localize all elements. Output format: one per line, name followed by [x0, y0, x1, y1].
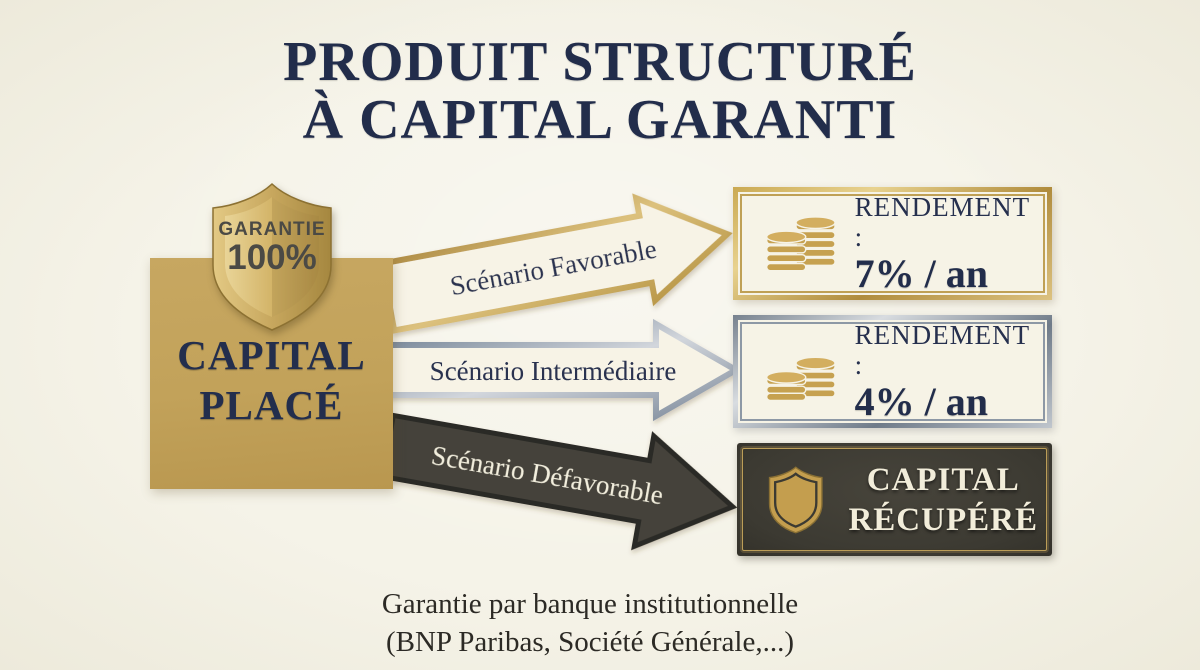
scenario-arrow-defavorable: Scénario Défavorable [379, 412, 738, 551]
rendement-label: RENDEMENT : [854, 191, 1030, 252]
outcome-box-favorable-inner: RENDEMENT : 7% / an [738, 192, 1047, 296]
capital-recovered-line-2: RÉCUPÉRÉ [848, 501, 1038, 538]
badge-garantie-label: GARANTIE [218, 219, 326, 240]
footer-note: Garantie par banque institutionnelle (BN… [0, 585, 1180, 661]
page-title: PRODUIT STRUCTURÉ À CAPITAL GARANTI [0, 33, 1200, 149]
footer-line-1: Garantie par banque institutionnelle [381, 588, 799, 620]
capital-placed-label: CAPITAL PLACÉ [150, 330, 393, 430]
title-line-1: PRODUIT STRUCTURÉ [283, 31, 917, 93]
footer-line-2: (BNP Paribas, Société Générale,...) [385, 626, 795, 658]
rendement-text-intermediaire: RENDEMENT : 4% / an [855, 320, 1033, 424]
capital-placed-line-2: PLACÉ [199, 382, 344, 428]
rendement-text-favorable: RENDEMENT : 7% / an [855, 192, 1033, 296]
scenario-label-intermediaire: Scénario Intermédiaire [430, 356, 677, 386]
title-line-2: À CAPITAL GARANTI [302, 89, 898, 151]
coins-icon [765, 215, 836, 271]
capital-recovered-label: CAPITAL RÉCUPÉRÉ [848, 460, 1038, 540]
shield-badge-icon [212, 182, 332, 331]
rendement-value: 7% / an [854, 250, 988, 296]
rendement-label: RENDEMENT : [854, 319, 1030, 380]
scenario-label-favorable: Scénario Favorable [448, 234, 659, 302]
guarantee-badge: GARANTIE 100% [200, 181, 344, 333]
shield-icon [768, 465, 823, 533]
outcome-box-intermediaire: RENDEMENT : 4% / an [733, 315, 1052, 428]
capital-placed-line-1: CAPITAL [177, 332, 366, 378]
outcome-box-intermediaire-inner: RENDEMENT : 4% / an [738, 320, 1047, 424]
outcome-box-defavorable: CAPITAL RÉCUPÉRÉ [737, 443, 1052, 556]
badge-100-label: 100% [227, 238, 317, 277]
outcome-box-favorable: RENDEMENT : 7% / an [733, 187, 1052, 300]
capital-recovered-line-1: CAPITAL [866, 461, 1020, 498]
scenario-arrow-favorable: Scénario Favorable [378, 193, 733, 334]
scenario-arrow-intermediaire: Scénario Intermédiaire [387, 318, 743, 422]
rendement-value: 4% / an [854, 378, 988, 424]
coins-icon [765, 356, 836, 401]
scenario-label-defavorable: Scénario Défavorable [429, 440, 665, 510]
